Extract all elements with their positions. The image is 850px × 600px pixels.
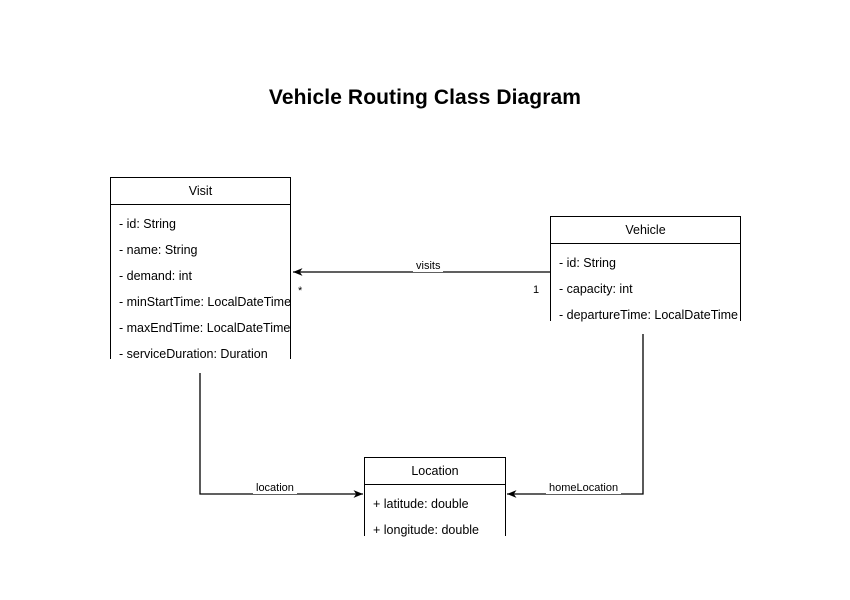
class-name-vehicle: Vehicle (551, 217, 740, 244)
class-name-location: Location (365, 458, 505, 485)
attribute-row: - maxEndTime: LocalDateTime (119, 321, 291, 335)
edge-location (199, 359, 363, 498)
attribute-row: - id: String (559, 256, 616, 270)
attribute-row: - departureTime: LocalDateTime (559, 308, 739, 322)
attribute-row: + latitude: double (373, 497, 469, 511)
attribute-list-location: + latitude: double + longitude: double (365, 485, 505, 549)
attribute-row: - minStartTime: LocalDateTime (119, 295, 292, 309)
class-box-vehicle[interactable]: Vehicle - id: String - capacity: int - d… (550, 216, 741, 334)
edge-label-location: location (253, 482, 297, 494)
edge-label-visits: visits (413, 260, 444, 272)
class-name-visit: Visit (111, 178, 290, 205)
attribute-row: + longitude: double (373, 523, 479, 537)
attribute-list-vehicle: - id: String - capacity: int - departure… (551, 244, 740, 334)
attribute-row: - serviceDuration: Duration (119, 347, 268, 361)
attribute-row: - demand: int (119, 269, 192, 283)
page-title: Vehicle Routing Class Diagram (268, 86, 582, 109)
class-box-location[interactable]: Location + latitude: double + longitude:… (364, 457, 506, 549)
class-box-visit[interactable]: Visit - id: String - name: String - dema… (110, 177, 291, 373)
attribute-row: - capacity: int (559, 282, 633, 296)
attribute-row: - id: String (119, 217, 176, 231)
attribute-list-visit: - id: String - name: String - demand: in… (111, 205, 292, 373)
edge-label-home-location: homeLocation (546, 482, 622, 494)
edge-home-location (507, 321, 644, 498)
attribute-row: - name: String (119, 243, 198, 257)
multiplicity-vehicle-side: 1 (533, 284, 540, 296)
multiplicity-visit-side: * (298, 285, 303, 297)
